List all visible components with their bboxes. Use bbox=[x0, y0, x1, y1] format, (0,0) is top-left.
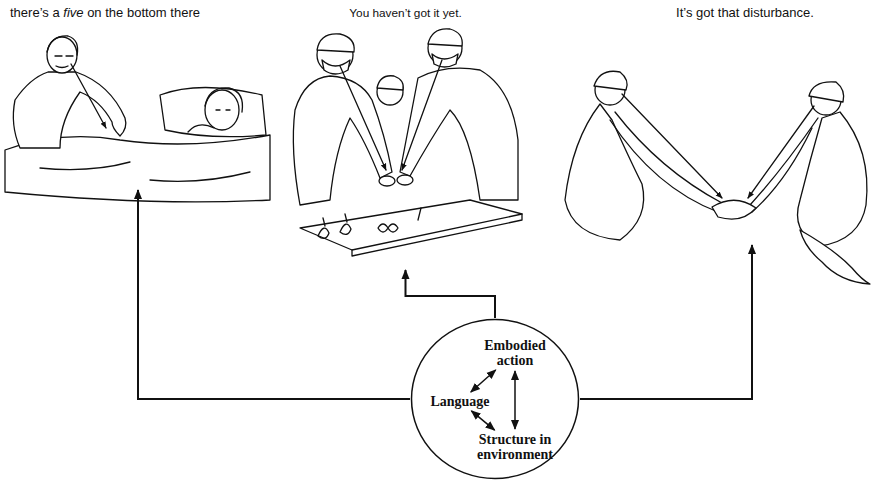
surgery-sketch bbox=[352, 214, 522, 256]
surgery-sketch bbox=[300, 200, 522, 250]
concept-label: Structure in environment bbox=[465, 432, 565, 462]
surgery-sketch bbox=[432, 54, 458, 67]
bedside-sketch bbox=[47, 36, 78, 55]
surgery-sketch bbox=[340, 214, 351, 234]
concept-text: Structure in environment bbox=[465, 432, 565, 462]
surgery-sketch bbox=[397, 175, 413, 185]
floor-sketch bbox=[712, 200, 756, 219]
concept-text: Language bbox=[418, 394, 502, 409]
surgery-sketch bbox=[318, 218, 329, 238]
bedside-sketch bbox=[13, 72, 125, 148]
bedside-sketch bbox=[205, 88, 242, 112]
floor-sketch bbox=[594, 71, 627, 90]
concept-text: Embodied action bbox=[470, 338, 560, 368]
floor-sketch bbox=[565, 104, 644, 240]
bedside-sketch bbox=[205, 90, 239, 130]
bedside-sketch bbox=[150, 172, 250, 181]
scene-caption: there’s a five on the bottom there bbox=[10, 5, 270, 21]
connector-arrow bbox=[580, 245, 752, 399]
floor-sketch bbox=[752, 128, 812, 212]
surgery-sketch bbox=[377, 76, 403, 90]
floor-sketch bbox=[748, 106, 814, 198]
surgery-sketch bbox=[379, 176, 395, 186]
connector-arrow bbox=[138, 190, 410, 399]
bedside-sketch bbox=[40, 162, 130, 170]
connector-arrow bbox=[471, 411, 494, 430]
concept-label: Embodied action bbox=[470, 338, 560, 368]
floor-sketch bbox=[809, 82, 844, 102]
scene-panel: It’s got that disturbance. bbox=[540, 3, 875, 243]
scene-panel: there’s a five on the bottom there bbox=[5, 3, 270, 188]
surgery-sketch bbox=[322, 60, 350, 74]
surgery-sketch bbox=[317, 34, 354, 52]
scene-caption: You haven’t got it yet. bbox=[288, 5, 523, 21]
surgery-sketch bbox=[340, 66, 386, 170]
relation-ellipse: Embodied actionLanguageStructure in envi… bbox=[410, 318, 580, 480]
ellipse-outline bbox=[412, 320, 579, 479]
floor-sketch bbox=[800, 230, 870, 284]
surgery-sketch bbox=[293, 29, 522, 256]
floor-sketch bbox=[615, 112, 722, 203]
scene-panel: You haven’t got it yet. bbox=[288, 3, 523, 268]
connector-arrow bbox=[471, 370, 496, 392]
connector-arrow bbox=[406, 270, 496, 318]
floor-sketch bbox=[565, 71, 870, 284]
surgery-sketch bbox=[428, 29, 462, 46]
bedside-sketch bbox=[5, 36, 270, 202]
floor-sketch bbox=[610, 120, 718, 212]
bedside-sketch bbox=[71, 64, 106, 128]
bedside-sketch bbox=[216, 109, 230, 110]
bedside-sketch bbox=[188, 125, 214, 132]
surgery-sketch bbox=[400, 68, 518, 200]
bedside-sketch bbox=[55, 55, 73, 56]
concept-label: Language bbox=[418, 394, 502, 409]
surgery-sketch bbox=[378, 224, 398, 232]
surgery-sketch bbox=[418, 208, 421, 220]
surgery-sketch bbox=[402, 60, 442, 170]
bedside-sketch bbox=[56, 66, 68, 68]
scene-caption: It’s got that disturbance. bbox=[615, 5, 875, 21]
bedside-sketch bbox=[160, 88, 266, 137]
floor-sketch bbox=[622, 94, 722, 198]
floor-sketch bbox=[750, 118, 818, 205]
connector-arrow bbox=[514, 371, 516, 429]
